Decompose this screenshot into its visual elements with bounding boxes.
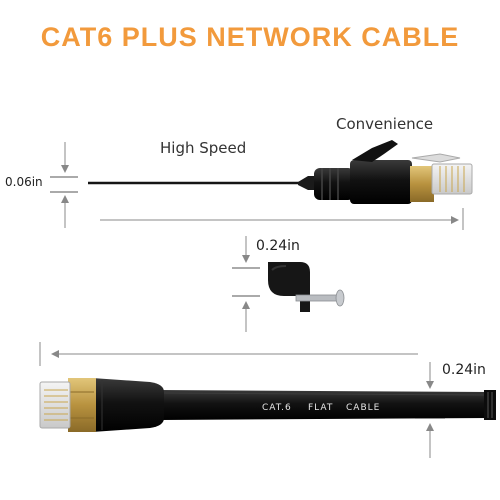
thin-connector-plug: [411, 153, 473, 195]
clip-nail: [295, 289, 345, 307]
flat-cable-length-arrow: [39, 342, 418, 366]
thin-cable-length-arrow: [100, 208, 464, 230]
thin-connector-shield: [410, 166, 434, 202]
clip-height-indicator: [232, 236, 260, 332]
thin-cable-thickness-indicator: [50, 142, 78, 228]
flat-connector-boot: [92, 378, 164, 432]
thin-cable-transition: [298, 176, 318, 190]
convenience-label: Convenience: [336, 115, 433, 133]
cable-print-cable: CABLE: [346, 403, 380, 413]
high-speed-label: High Speed: [160, 139, 246, 157]
flat-connector-shield: [68, 378, 96, 432]
flat-cable: [160, 390, 496, 420]
cable-clip: [268, 262, 310, 312]
clip-dimension: 0.24in: [256, 238, 300, 254]
thin-connector-boot: [314, 140, 412, 204]
cable-print-cat6: CAT.6: [262, 403, 292, 413]
thin-cable-dimension: 0.06in: [5, 175, 43, 189]
flat-connector-plug: [39, 381, 71, 429]
flat-cable-dimension: 0.24in: [442, 362, 486, 378]
product-title: CAT6 PLUS NETWORK CABLE: [40, 22, 460, 52]
cable-print-flat: FLAT: [308, 403, 333, 413]
